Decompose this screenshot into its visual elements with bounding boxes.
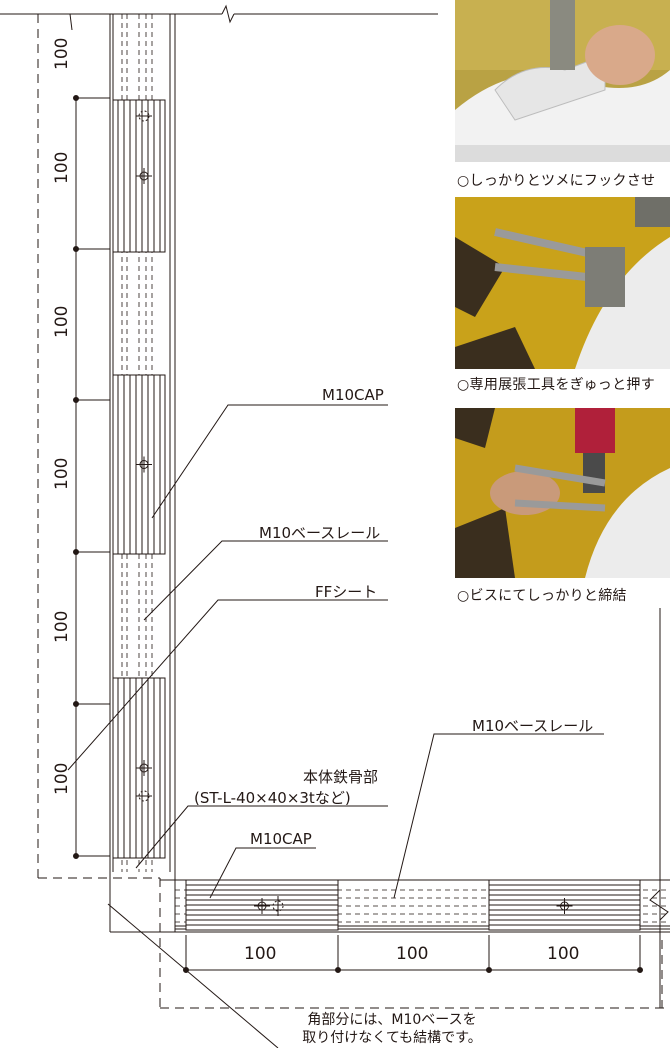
dim-vertical-1: 100 — [52, 37, 72, 70]
caption-screw-fastening: ○ビスにてしっかりと締結 — [457, 588, 627, 604]
dim-vertical-4: 100 — [52, 457, 72, 490]
corner-note: 角部分には、M10ベースを 取り付けなくても結構です。 — [262, 1011, 522, 1047]
dim-vertical-5: 100 — [52, 610, 72, 643]
dim-vertical-2: 100 — [52, 151, 72, 184]
label-base-rail-vertical: M10ベースレール — [259, 524, 381, 542]
dim-vertical-3: 100 — [52, 305, 72, 338]
label-frame: 本体鉄骨部 — [303, 768, 379, 786]
label-ff-sheet: FFシート — [315, 583, 378, 601]
corner-note-line2: 取り付けなくても結構です。 — [302, 1030, 482, 1046]
screw-hole-icon — [272, 896, 284, 916]
caption-hooking: ○しっかりとツメにフックさせ — [457, 173, 656, 189]
dim-vertical-6: 100 — [52, 762, 72, 795]
label-cap-vertical: M10CAP — [322, 386, 384, 404]
horizontal-cap-1 — [185, 879, 339, 931]
label-base-rail-horizontal: M10ベースレール — [472, 717, 594, 735]
vertical-cap-1 — [112, 99, 166, 253]
dim-horizontal-1: 100 — [244, 944, 277, 964]
horizontal-cap-2 — [488, 879, 641, 931]
label-frame-spec: (ST-L-40×40×3tなど) — [194, 789, 351, 807]
caption-tensioning: ○専用展張工具をぎゅっと押す — [457, 377, 655, 393]
dim-horizontal-2: 100 — [396, 944, 429, 964]
vertical-cap-2 — [112, 374, 166, 555]
dim-horizontal-3: 100 — [547, 944, 580, 964]
label-cap-horizontal: M10CAP — [250, 830, 312, 848]
screw-fastening-photo — [455, 408, 670, 578]
hooking-photo — [455, 0, 670, 162]
corner-note-line1: 角部分には、M10ベースを — [307, 1012, 477, 1028]
tensioning-tool-photo — [455, 197, 670, 369]
screw-hole-icon — [136, 790, 152, 802]
vertical-cap-3 — [112, 677, 166, 859]
screw-hole-icon — [136, 110, 152, 122]
